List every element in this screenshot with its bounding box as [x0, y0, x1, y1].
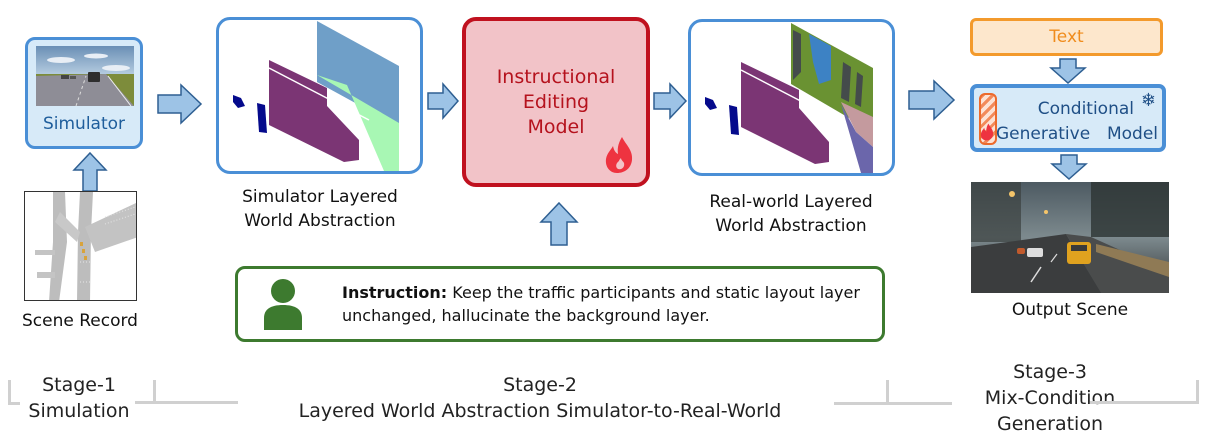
traffic-participant-1 — [233, 95, 245, 108]
instruction-text: Instruction: Keep the traffic participan… — [342, 281, 862, 327]
stage2-subtitle: Layered World Abstraction Simulator-to-R… — [298, 400, 782, 422]
arrow-up-icon — [72, 151, 108, 192]
stage2-bracket-left-tick — [153, 380, 156, 402]
stage2-bracket-right-tick — [886, 380, 889, 404]
real-world-layered-abstraction-box — [688, 19, 895, 176]
stage3-bracket-right — [1196, 380, 1199, 404]
trainable-adapter-strip — [979, 93, 997, 145]
sim-layer-label-line2: World Abstraction — [244, 211, 396, 231]
instructional-editing-model-box: Instructional Editing Model — [462, 17, 650, 187]
traffic-participant-1 — [705, 97, 717, 110]
stage1-bracket-left — [8, 380, 11, 404]
background-layer-ground — [317, 75, 399, 171]
simulator-render-image — [36, 46, 134, 106]
traffic-participant-2 — [257, 103, 267, 133]
stage1-bracket-bottom — [8, 402, 20, 405]
arrow-right-icon — [653, 82, 688, 120]
output-scene-image — [971, 182, 1169, 293]
stage2-bracket-right-line — [834, 402, 952, 405]
fire-icon — [980, 123, 994, 141]
instruction-box: Instruction: Keep the traffic participan… — [235, 266, 885, 342]
cond-model-line2: Generative Model — [995, 124, 1158, 144]
stage1-subtitle: Simulation — [28, 400, 130, 422]
fire-icon — [605, 137, 633, 173]
person-icon — [264, 279, 302, 330]
static-layout-layer — [741, 62, 829, 164]
scene-record-label: Scene Record — [22, 311, 138, 331]
real-layer-label-line1: Real-world Layered — [709, 192, 873, 212]
output-scene-label: Output Scene — [1011, 300, 1129, 320]
sim-layer-label-line1: Simulator Layered — [242, 187, 398, 207]
stage3-subtitle-line1: Mix-Condition — [984, 387, 1116, 409]
arrow-up-icon — [539, 201, 579, 246]
text-condition-box: Text — [970, 18, 1163, 56]
stage3-subtitle-line2: Generation — [997, 413, 1103, 435]
background-layer-sky — [317, 21, 399, 127]
stage2-title: Stage-2 — [503, 374, 577, 396]
editing-model-line3: Model — [527, 116, 585, 138]
text-condition-label: Text — [1049, 27, 1084, 47]
arrow-right-icon — [427, 82, 460, 120]
editing-model-line2: Editing — [522, 91, 590, 113]
simulator-label: Simulator — [42, 114, 126, 134]
arrow-down-icon — [1050, 154, 1088, 181]
static-layout-layer — [269, 60, 359, 162]
instruction-prefix: Instruction: — [342, 283, 448, 302]
traffic-participant-2 — [729, 105, 739, 135]
instruction-body: Keep the traffic participants and static… — [342, 283, 860, 325]
stage3-title: Stage-3 — [1013, 361, 1087, 383]
scene-record-map — [24, 191, 137, 301]
stage2-bracket-left-line — [135, 401, 238, 404]
cond-model-line1: Conditional — [1037, 99, 1134, 119]
editing-model-line1: Instructional — [496, 66, 616, 88]
real-layer-label-line2: World Abstraction — [715, 216, 867, 236]
arrow-right-icon — [908, 79, 956, 121]
snowflake-icon: ❄ — [1140, 90, 1156, 111]
stage1-title: Stage-1 — [42, 374, 116, 396]
arrow-right-icon — [157, 83, 203, 125]
arrow-down-icon — [1049, 58, 1087, 85]
conditional-generative-model-box: Conditional Generative Model ❄ — [970, 84, 1166, 152]
simulator-layered-abstraction-box — [216, 17, 423, 174]
stage3-bracket-bottom — [1090, 401, 1198, 404]
simulator-box: Simulator — [25, 37, 143, 149]
